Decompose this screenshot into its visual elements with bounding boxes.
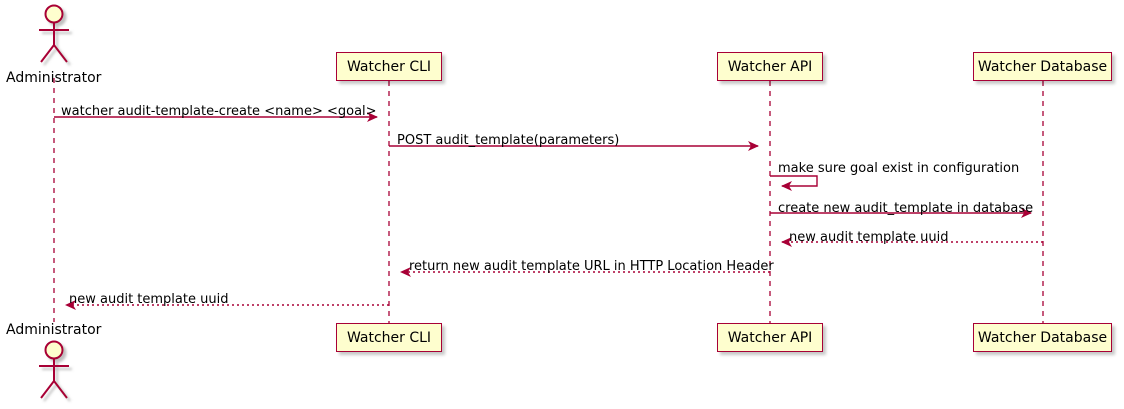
lifelines-group bbox=[53, 78, 1044, 324]
message-arrow-3-self-loop bbox=[770, 175, 818, 191]
participant-label-watcher-cli-bottom: Watcher CLI bbox=[346, 329, 432, 346]
participant-box-watcher-cli-top[interactable]: Watcher CLI bbox=[336, 52, 442, 81]
actor-label-administrator-top: Administrator bbox=[6, 70, 102, 86]
message-label-7: new audit template uuid bbox=[69, 292, 229, 307]
participant-label-watcher-database-bottom: Watcher Database bbox=[977, 329, 1108, 346]
actor-label-administrator-bottom: Administrator bbox=[6, 322, 102, 338]
message-label-3: make sure goal exist in configuration bbox=[778, 161, 1020, 176]
message-label-1: watcher audit-template-create <name> <go… bbox=[61, 104, 377, 119]
actor-administrator-bottom-figure bbox=[39, 340, 69, 399]
participant-label-watcher-cli-top: Watcher CLI bbox=[346, 58, 432, 75]
participant-box-watcher-cli-bottom[interactable]: Watcher CLI bbox=[336, 323, 442, 352]
participant-label-watcher-api-top: Watcher API bbox=[727, 58, 813, 75]
participant-box-watcher-api-top[interactable]: Watcher API bbox=[717, 52, 823, 81]
message-label-5: new audit template uuid bbox=[789, 230, 949, 245]
message-label-2: POST audit_template(parameters) bbox=[397, 133, 620, 148]
message-label-4: create new audit_template in database bbox=[778, 201, 1034, 216]
participant-label-watcher-api-bottom: Watcher API bbox=[727, 329, 813, 346]
actor-administrator-top-figure bbox=[39, 4, 69, 63]
participant-box-watcher-database-top[interactable]: Watcher Database bbox=[973, 52, 1112, 81]
message-label-6: return new audit template URL in HTTP Lo… bbox=[409, 259, 774, 274]
participant-box-watcher-api-bottom[interactable]: Watcher API bbox=[717, 323, 823, 352]
participant-label-watcher-database-top: Watcher Database bbox=[977, 58, 1108, 75]
participant-box-watcher-database-bottom[interactable]: Watcher Database bbox=[973, 323, 1112, 352]
